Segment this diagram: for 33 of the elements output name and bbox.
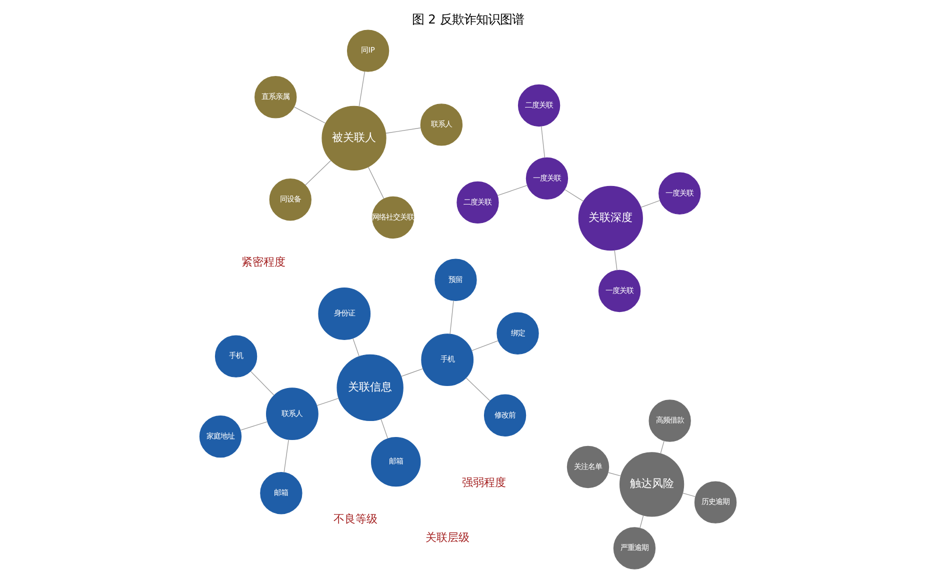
connector [496, 184, 528, 196]
connector [540, 126, 545, 158]
connector [385, 128, 421, 134]
node-circle: 关联信息 [336, 354, 403, 422]
connector [367, 166, 384, 199]
connector [449, 300, 454, 334]
connector [470, 340, 498, 352]
connector [614, 250, 617, 271]
connector [316, 398, 339, 406]
connector [682, 492, 696, 497]
connector [250, 371, 274, 396]
connector [465, 378, 490, 402]
connector [660, 440, 664, 454]
connector [304, 160, 331, 186]
connector [358, 71, 365, 107]
node-circle: 被关联人 [321, 106, 386, 170]
diagram-title: 图 2 反欺诈知识图谱 [412, 12, 524, 27]
connector [607, 472, 621, 476]
connector [639, 515, 644, 528]
connector [283, 439, 288, 473]
connector [564, 189, 584, 202]
connector [380, 418, 388, 439]
connector [400, 368, 423, 377]
label: 紧密程度 [241, 255, 286, 268]
node-circle: 关联深度 [578, 186, 642, 251]
label: 不良等级 [333, 512, 378, 526]
connector [352, 338, 360, 357]
connector [240, 421, 268, 431]
node-circle: 触达风险 [618, 452, 684, 517]
label: 关联层级 [424, 530, 469, 544]
label: 强弱程度 [462, 476, 506, 489]
connector [640, 200, 660, 208]
connector [293, 106, 326, 124]
